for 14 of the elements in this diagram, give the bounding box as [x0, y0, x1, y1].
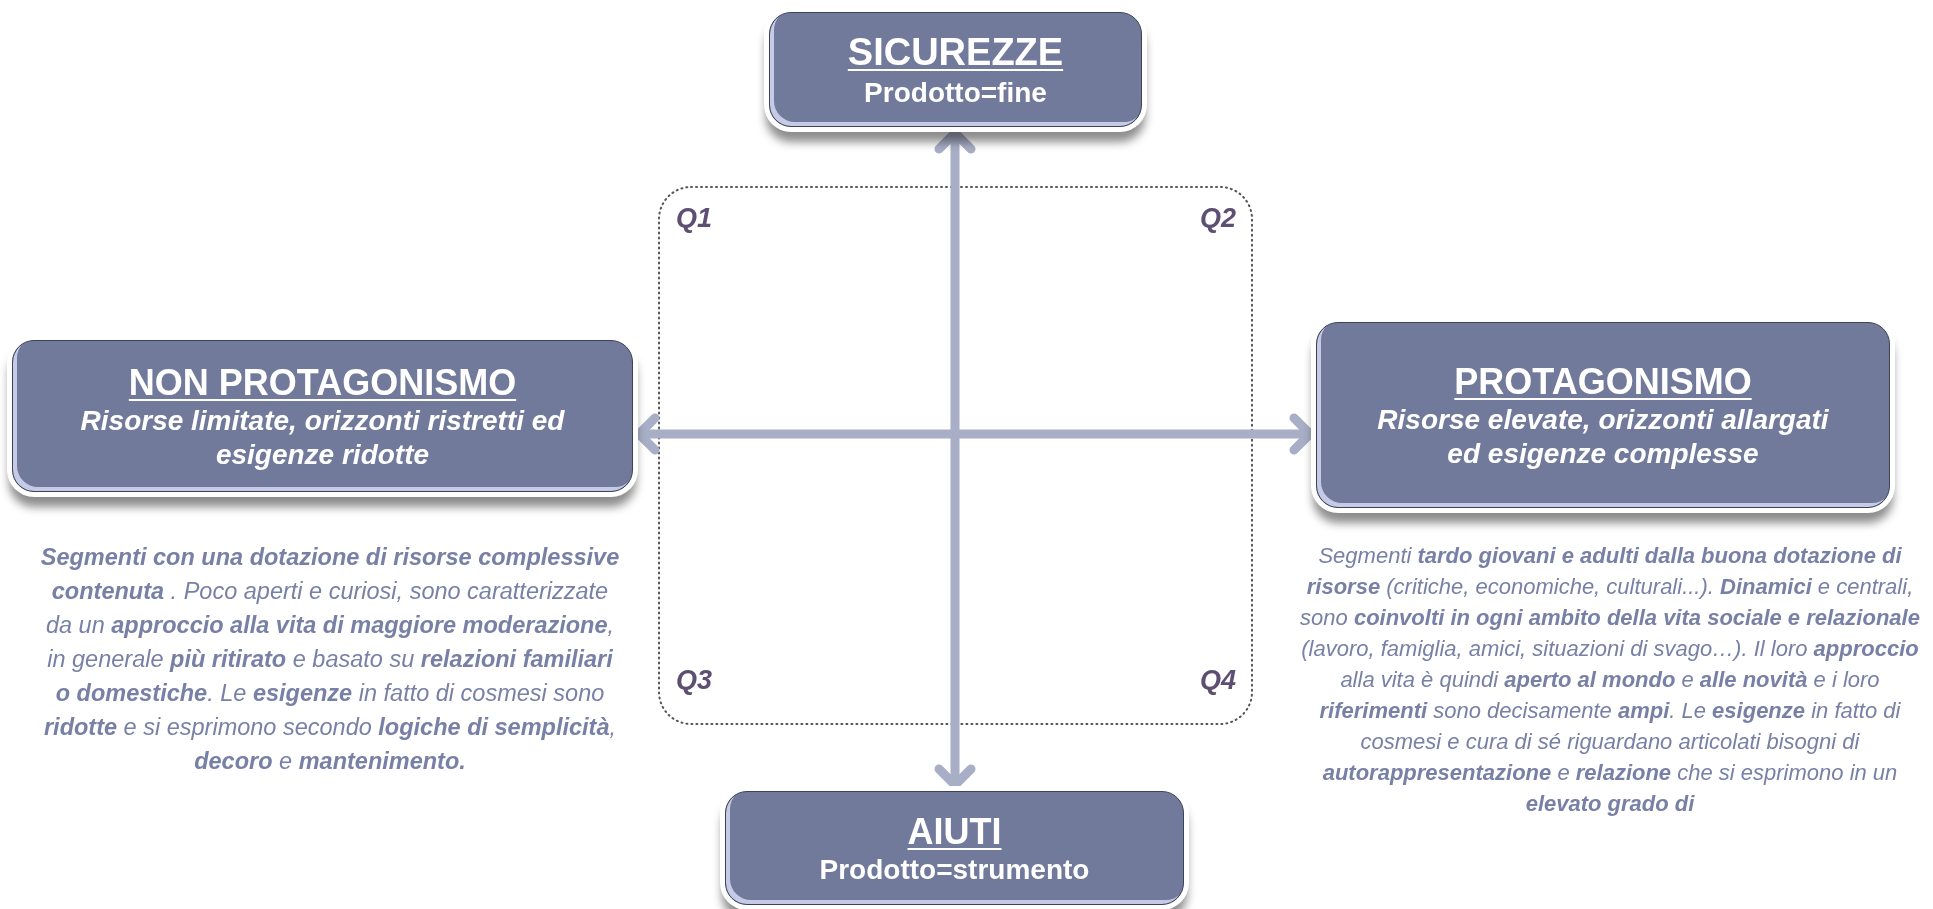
- description-text: Segmenti tardo giovani e adulti dalla buona dotazione di risorse (critiche, economiche, culturali...). Dinamici e centrali, sono coinvolti in ogni ambito della vita sociale e relazionale (lavoro, famiglia, amici, situazioni di svago…). Il loro approccio alla vita è quindi aperto al mondo e alle novità e i loro riferimenti sono decisamente ampi. Le esigenze in fatto di cosmesi e cura di sé riguardano articolati bisogni di autorappresentazione e relazione che si esprimono in un elevato grado di: [1299, 542, 1921, 818]
- box-title: PROTAGONISMO: [1454, 359, 1752, 403]
- box-title: NON PROTAGONISMO: [128, 360, 517, 404]
- box-title: SICUREZZE: [847, 29, 1064, 75]
- quadrant-label: Q3: [676, 665, 713, 696]
- quadrant-label: Q1: [676, 203, 713, 234]
- description-text: Segmenti con una dotazione di risorse complessive contenuta . Poco aperti e curiosi, sono caratterizzate da un approccio alla vita di maggiore moderazione, in generale più ritirato e basato su relazioni familiari o domestiche. Le esigenze in fatto di cosmesi sono ridotte e si esprimono secondo logiche di semplicità, decoro e mantenimento.: [40, 543, 620, 776]
- quadrant-label: Q2: [1200, 203, 1237, 234]
- quadrant-label: Q4: [1200, 665, 1237, 696]
- box-subtitle: Prodotto=fine: [864, 75, 1047, 110]
- box-subtitle: Risorse elevate, orizzonti allargati ed esigenze complesse: [1376, 403, 1830, 471]
- box-subtitle: Prodotto=strumento: [819, 852, 1090, 887]
- box-subtitle: Risorse limitate, orizzonti ristretti ed esigenze ridotte: [79, 404, 566, 472]
- box-title: AIUTI: [907, 809, 1002, 853]
